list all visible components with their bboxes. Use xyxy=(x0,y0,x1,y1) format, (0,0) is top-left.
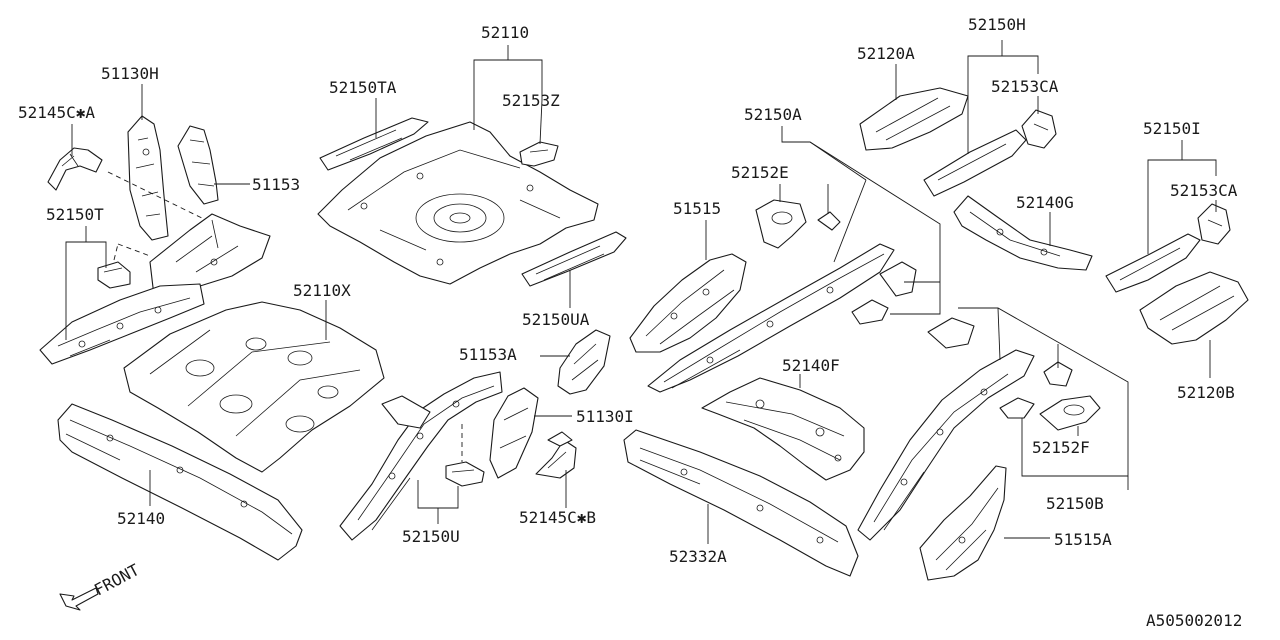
part-52153ca-upper-shape[interactable] xyxy=(1021,109,1057,149)
part-52140f-shape[interactable] xyxy=(701,377,865,481)
part-52150b-bracket-mid[interactable] xyxy=(1043,361,1073,387)
connector-dash xyxy=(113,243,119,261)
label-51153a[interactable]: 51153A xyxy=(459,345,517,364)
part-51515-shape[interactable] xyxy=(629,253,747,353)
connector-dash xyxy=(107,171,211,223)
part-52150a-bracket-lower[interactable] xyxy=(851,299,889,325)
part-52120a-shape[interactable] xyxy=(859,87,969,151)
label-52140g[interactable]: 52140G xyxy=(1016,193,1074,212)
part-labels: 52110 52110X 52140 52150U 52150T 52150TA… xyxy=(18,15,1238,566)
connector-dash xyxy=(117,243,151,257)
part-52152e-clip[interactable] xyxy=(817,211,841,231)
part-52152e-shape[interactable] xyxy=(755,199,807,249)
part-52153z-shape[interactable] xyxy=(519,141,559,167)
label-52153ca-upper[interactable]: 52153CA xyxy=(991,77,1059,96)
label-52153ca-right[interactable]: 52153CA xyxy=(1170,181,1238,200)
label-52120b[interactable]: 52120B xyxy=(1177,383,1235,402)
label-52150ta[interactable]: 52150TA xyxy=(329,78,397,97)
part-52150a-bracket-upper[interactable] xyxy=(879,261,917,297)
label-52110[interactable]: 52110 xyxy=(481,23,529,42)
part-52150ta-shape[interactable] xyxy=(319,117,429,171)
label-52152f[interactable]: 52152F xyxy=(1032,438,1090,457)
label-51130h[interactable]: 51130H xyxy=(101,64,159,83)
label-52150ua[interactable]: 52150UA xyxy=(522,310,590,329)
label-52150t[interactable]: 52150T xyxy=(46,205,104,224)
part-rear-side-rail-left[interactable] xyxy=(39,283,205,365)
label-52150b[interactable]: 52150B xyxy=(1046,494,1104,513)
part-52145c-b-shape[interactable] xyxy=(535,431,577,479)
part-51153-shape[interactable] xyxy=(177,125,219,205)
part-52120b-shape[interactable] xyxy=(1139,271,1249,345)
front-arrow-icon xyxy=(59,587,99,611)
front-label: FRONT xyxy=(91,560,143,600)
part-51515a-shape[interactable] xyxy=(919,465,1007,581)
label-52145c-a[interactable]: 52145C✱A xyxy=(18,103,95,122)
part-52152f-shape[interactable] xyxy=(1039,395,1101,431)
label-51515[interactable]: 51515 xyxy=(673,199,721,218)
part-52150t-shape[interactable] xyxy=(97,261,131,289)
part-51153a-shape[interactable] xyxy=(557,329,611,395)
label-52120a[interactable]: 52120A xyxy=(857,44,915,63)
part-52140g-shape[interactable] xyxy=(953,195,1093,271)
label-52145c-b[interactable]: 52145C✱B xyxy=(519,508,596,527)
label-52150i[interactable]: 52150I xyxy=(1143,119,1201,138)
part-52332a-shape[interactable] xyxy=(623,429,859,577)
label-52332a[interactable]: 52332A xyxy=(669,547,727,566)
part-52145c-a-shape[interactable] xyxy=(47,147,103,191)
label-51515a[interactable]: 51515A xyxy=(1054,530,1112,549)
label-52140[interactable]: 52140 xyxy=(117,509,165,528)
label-52140f[interactable]: 52140F xyxy=(782,356,840,375)
part-52140-shape[interactable] xyxy=(57,403,303,561)
label-52150u[interactable]: 52150U xyxy=(402,527,460,546)
part-52150i-shape[interactable] xyxy=(1105,233,1201,293)
label-52150a[interactable]: 52150A xyxy=(744,105,802,124)
label-51153[interactable]: 51153 xyxy=(252,175,300,194)
part-52110x-shape[interactable] xyxy=(123,301,385,473)
label-52153z[interactable]: 52153Z xyxy=(502,91,560,110)
leader-lines xyxy=(65,40,1217,544)
part-52150b-rail[interactable] xyxy=(857,349,1035,541)
part-52150b-bracket-upper[interactable] xyxy=(927,317,975,349)
drawing-code: A505002012 xyxy=(1146,611,1242,630)
part-52152f-bracket[interactable] xyxy=(999,397,1035,419)
label-52150h[interactable]: 52150H xyxy=(968,15,1026,34)
part-52110-shape[interactable] xyxy=(317,121,599,285)
part-wheel-house-bracket[interactable] xyxy=(381,387,539,479)
part-52153ca-right-shape[interactable] xyxy=(1197,203,1231,245)
part-51130h-shape[interactable] xyxy=(127,115,169,241)
part-52150h-shape[interactable] xyxy=(923,129,1027,197)
label-52152e[interactable]: 52152E xyxy=(731,163,789,182)
part-52150u-shape[interactable] xyxy=(445,461,485,487)
label-52110x[interactable]: 52110X xyxy=(293,281,351,300)
part-rear-side-rail-center[interactable] xyxy=(339,371,503,541)
label-51130i[interactable]: 51130I xyxy=(576,407,634,426)
part-rear-side-frame-upper[interactable] xyxy=(149,213,271,297)
part-52150a-shape[interactable] xyxy=(647,243,895,393)
part-52150ua-shape[interactable] xyxy=(521,231,627,287)
